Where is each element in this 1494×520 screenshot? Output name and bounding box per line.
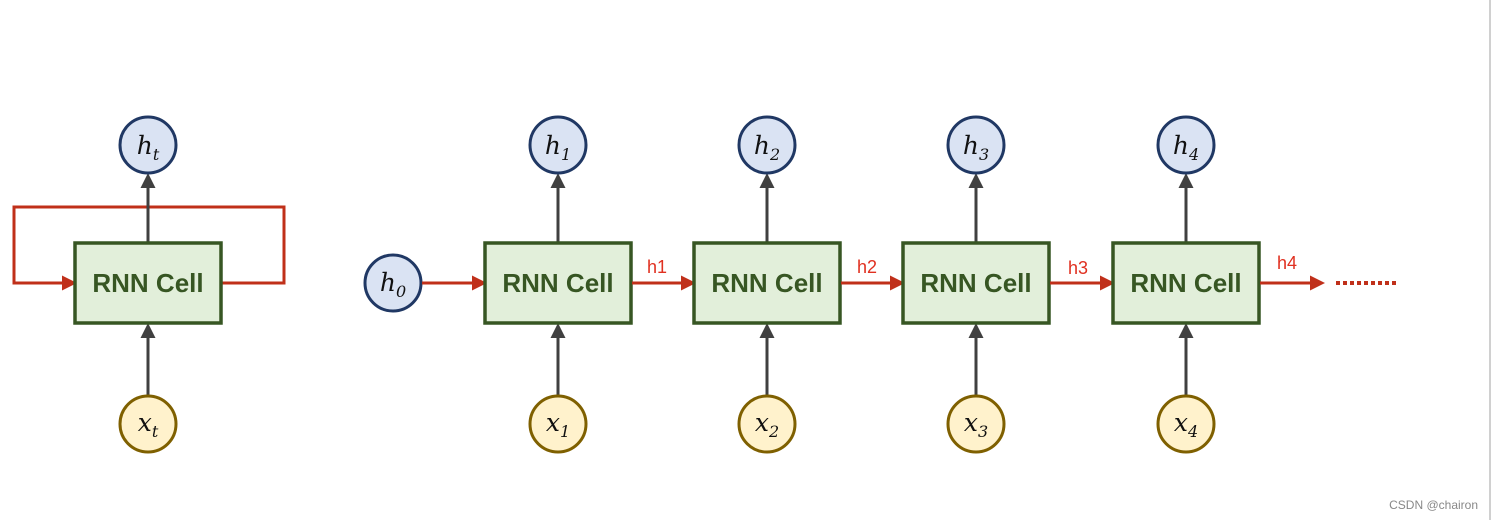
- initial-state-node: [363, 253, 423, 313]
- hidden-node: [1156, 115, 1216, 175]
- input-label: x1: [546, 408, 570, 441]
- state-label: h1: [647, 257, 667, 277]
- watermark: CSDN @chairon: [1389, 498, 1478, 512]
- folded-hidden-node: [118, 115, 178, 175]
- input-label: x4: [1174, 408, 1198, 441]
- input-label: x3: [964, 408, 988, 441]
- state-label: h3: [1068, 258, 1088, 278]
- rnn-cell: [901, 241, 1051, 325]
- rnn-cell: [692, 241, 842, 325]
- hidden-node: [737, 115, 797, 175]
- input-node: [946, 394, 1006, 454]
- rnn-cell-label: RNN Cell: [711, 268, 822, 298]
- rnn-cell: [1111, 241, 1261, 325]
- folded-input-node: [118, 394, 178, 454]
- hidden-label: h3: [963, 131, 989, 164]
- unrolled-rnn: h0 RNN Cell h1 x1 h1 RNN Cell: [363, 115, 1399, 454]
- rnn-cell-label: RNN Cell: [502, 268, 613, 298]
- hidden-label: h2: [754, 131, 780, 164]
- folded-input-label: xt: [138, 408, 159, 441]
- rnn-cell: [483, 241, 633, 325]
- state-label: h2: [857, 257, 877, 277]
- rnn-cell-label: RNN Cell: [1130, 268, 1241, 298]
- input-node: [737, 394, 797, 454]
- folded-rnn-cell: [73, 241, 223, 325]
- hidden-label: h1: [545, 131, 571, 164]
- folded-hidden-label: ht: [137, 131, 160, 164]
- time-step-3: RNN Cell h3 x3 h3: [901, 115, 1115, 454]
- hidden-node: [528, 115, 588, 175]
- input-node: [528, 394, 588, 454]
- right-border-line: [1489, 0, 1491, 520]
- initial-state-label: h0: [380, 268, 406, 301]
- folded-rnn: RNN Cell ht xt: [12, 115, 286, 454]
- input-label: x2: [755, 408, 779, 441]
- input-node: [1156, 394, 1216, 454]
- hidden-label: h4: [1173, 131, 1199, 164]
- time-step-2: RNN Cell h2 x2 h2: [692, 115, 905, 454]
- hidden-node: [946, 115, 1006, 175]
- state-label: h4: [1277, 253, 1297, 273]
- time-step-1: RNN Cell h1 x1 h1: [483, 115, 696, 454]
- rnn-cell-label: RNN Cell: [920, 268, 1031, 298]
- time-step-4: RNN Cell h4 x4 h4: [1111, 115, 1325, 454]
- folded-rnn-cell-label: RNN Cell: [92, 268, 203, 298]
